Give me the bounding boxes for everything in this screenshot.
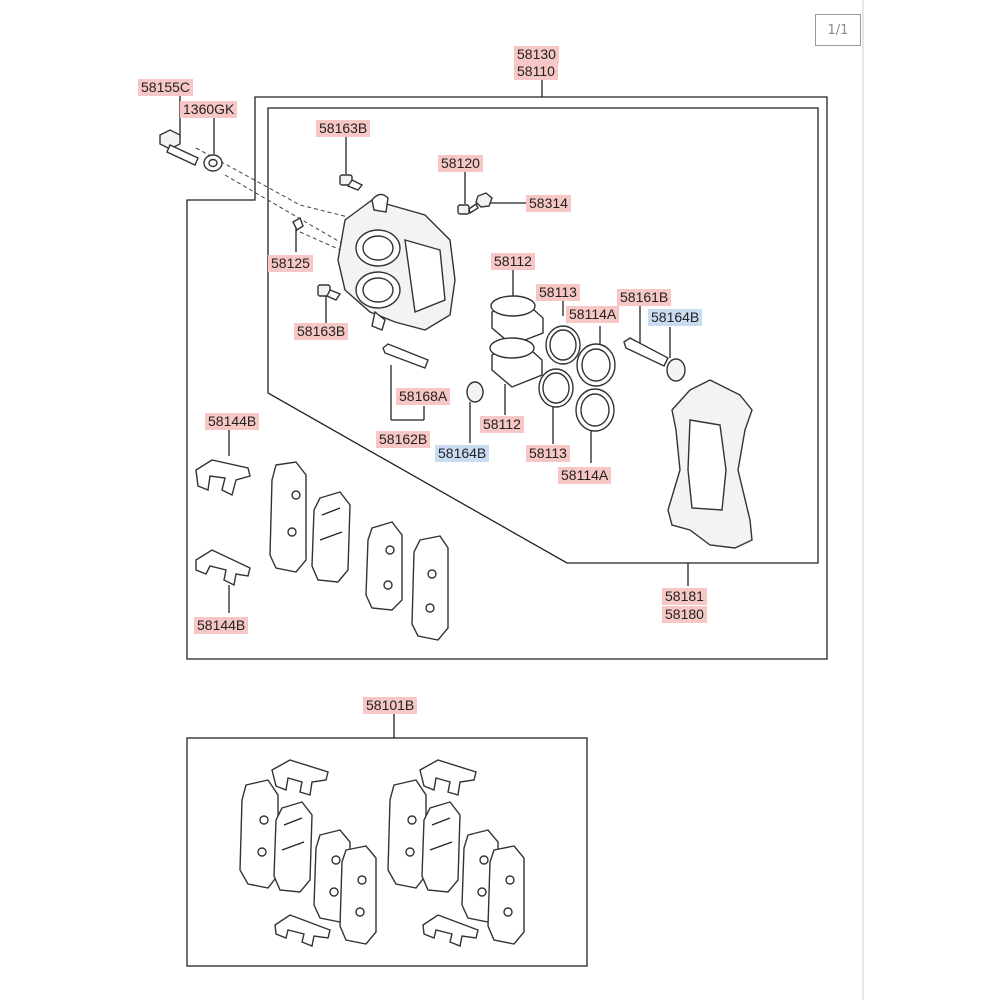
brake-pad-4 xyxy=(411,535,449,641)
callout-58180: 58180 xyxy=(662,606,707,623)
callout-58181: 58181 xyxy=(662,588,707,605)
bleeder-screw-58163b-lower xyxy=(317,284,342,301)
guide-bolt-58162b xyxy=(382,343,429,369)
callout-58164b-right: 58164B xyxy=(648,309,703,326)
callout-58164b-left: 58164B xyxy=(435,445,490,462)
seal-58113-bottom xyxy=(538,368,574,408)
brake-pad-3 xyxy=(365,521,403,611)
washer-1360gk xyxy=(203,154,223,172)
guide-pin-58161b xyxy=(623,337,669,367)
piston-top xyxy=(490,295,544,346)
callout-58314: 58314 xyxy=(526,195,571,212)
callout-58113-bottom: 58113 xyxy=(526,445,570,462)
callout-58130: 58130 xyxy=(514,46,559,63)
callout-58162b: 58162B xyxy=(376,431,431,448)
callout-58112-bottom: 58112 xyxy=(480,416,524,433)
caliper-body xyxy=(337,193,456,331)
callout-58113-top: 58113 xyxy=(536,284,580,301)
callout-58163b-top: 58163B xyxy=(316,120,371,137)
pad-kit-set-left xyxy=(239,759,377,947)
page-edge-line xyxy=(862,0,864,1000)
cap-58314 xyxy=(475,192,493,208)
bushing-58164b-right xyxy=(666,358,686,382)
bleeder-58120 xyxy=(457,202,479,215)
callout-58101b: 58101B xyxy=(363,697,418,714)
clip-58144b-top xyxy=(195,459,251,497)
callout-1360gk: 1360GK xyxy=(180,101,238,118)
brake-pad-2 xyxy=(311,491,351,583)
seal-58113-top xyxy=(545,325,581,365)
callout-58112-top: 58112 xyxy=(491,253,535,270)
clip-58144b-bottom xyxy=(195,549,251,587)
caliper-bracket xyxy=(667,379,753,549)
callout-58155c: 58155C xyxy=(138,79,194,96)
brake-pad-1 xyxy=(269,461,307,573)
bolt-58155c xyxy=(159,129,199,166)
callout-58114a-bottom: 58114A xyxy=(558,467,612,484)
caliper-assembly-frame xyxy=(186,96,828,660)
callout-58114a-top: 58114A xyxy=(566,306,620,323)
inner-frame-guide xyxy=(267,107,819,564)
callout-58144b-bottom: 58144B xyxy=(194,617,249,634)
page-indicator: 1/1 xyxy=(815,14,861,46)
piston-bottom xyxy=(489,337,543,388)
boot-58114a-bottom xyxy=(575,388,615,432)
callout-58163b-bottom: 58163B xyxy=(294,323,349,340)
callout-58144b-top: 58144B xyxy=(205,413,260,430)
pad-kit-frame xyxy=(186,737,588,967)
callout-58161b: 58161B xyxy=(617,289,672,306)
boot-58114a-top xyxy=(576,343,616,387)
callout-58110: 58110 xyxy=(514,63,558,80)
callout-58120: 58120 xyxy=(438,155,483,172)
pad-kit-set-right xyxy=(387,759,525,947)
bushing-58164b-left xyxy=(466,381,484,403)
callout-58168a: 58168A xyxy=(396,388,451,405)
callout-58125: 58125 xyxy=(268,255,313,272)
bleeder-screw-58163b xyxy=(339,174,364,191)
pin-58125 xyxy=(292,216,304,232)
